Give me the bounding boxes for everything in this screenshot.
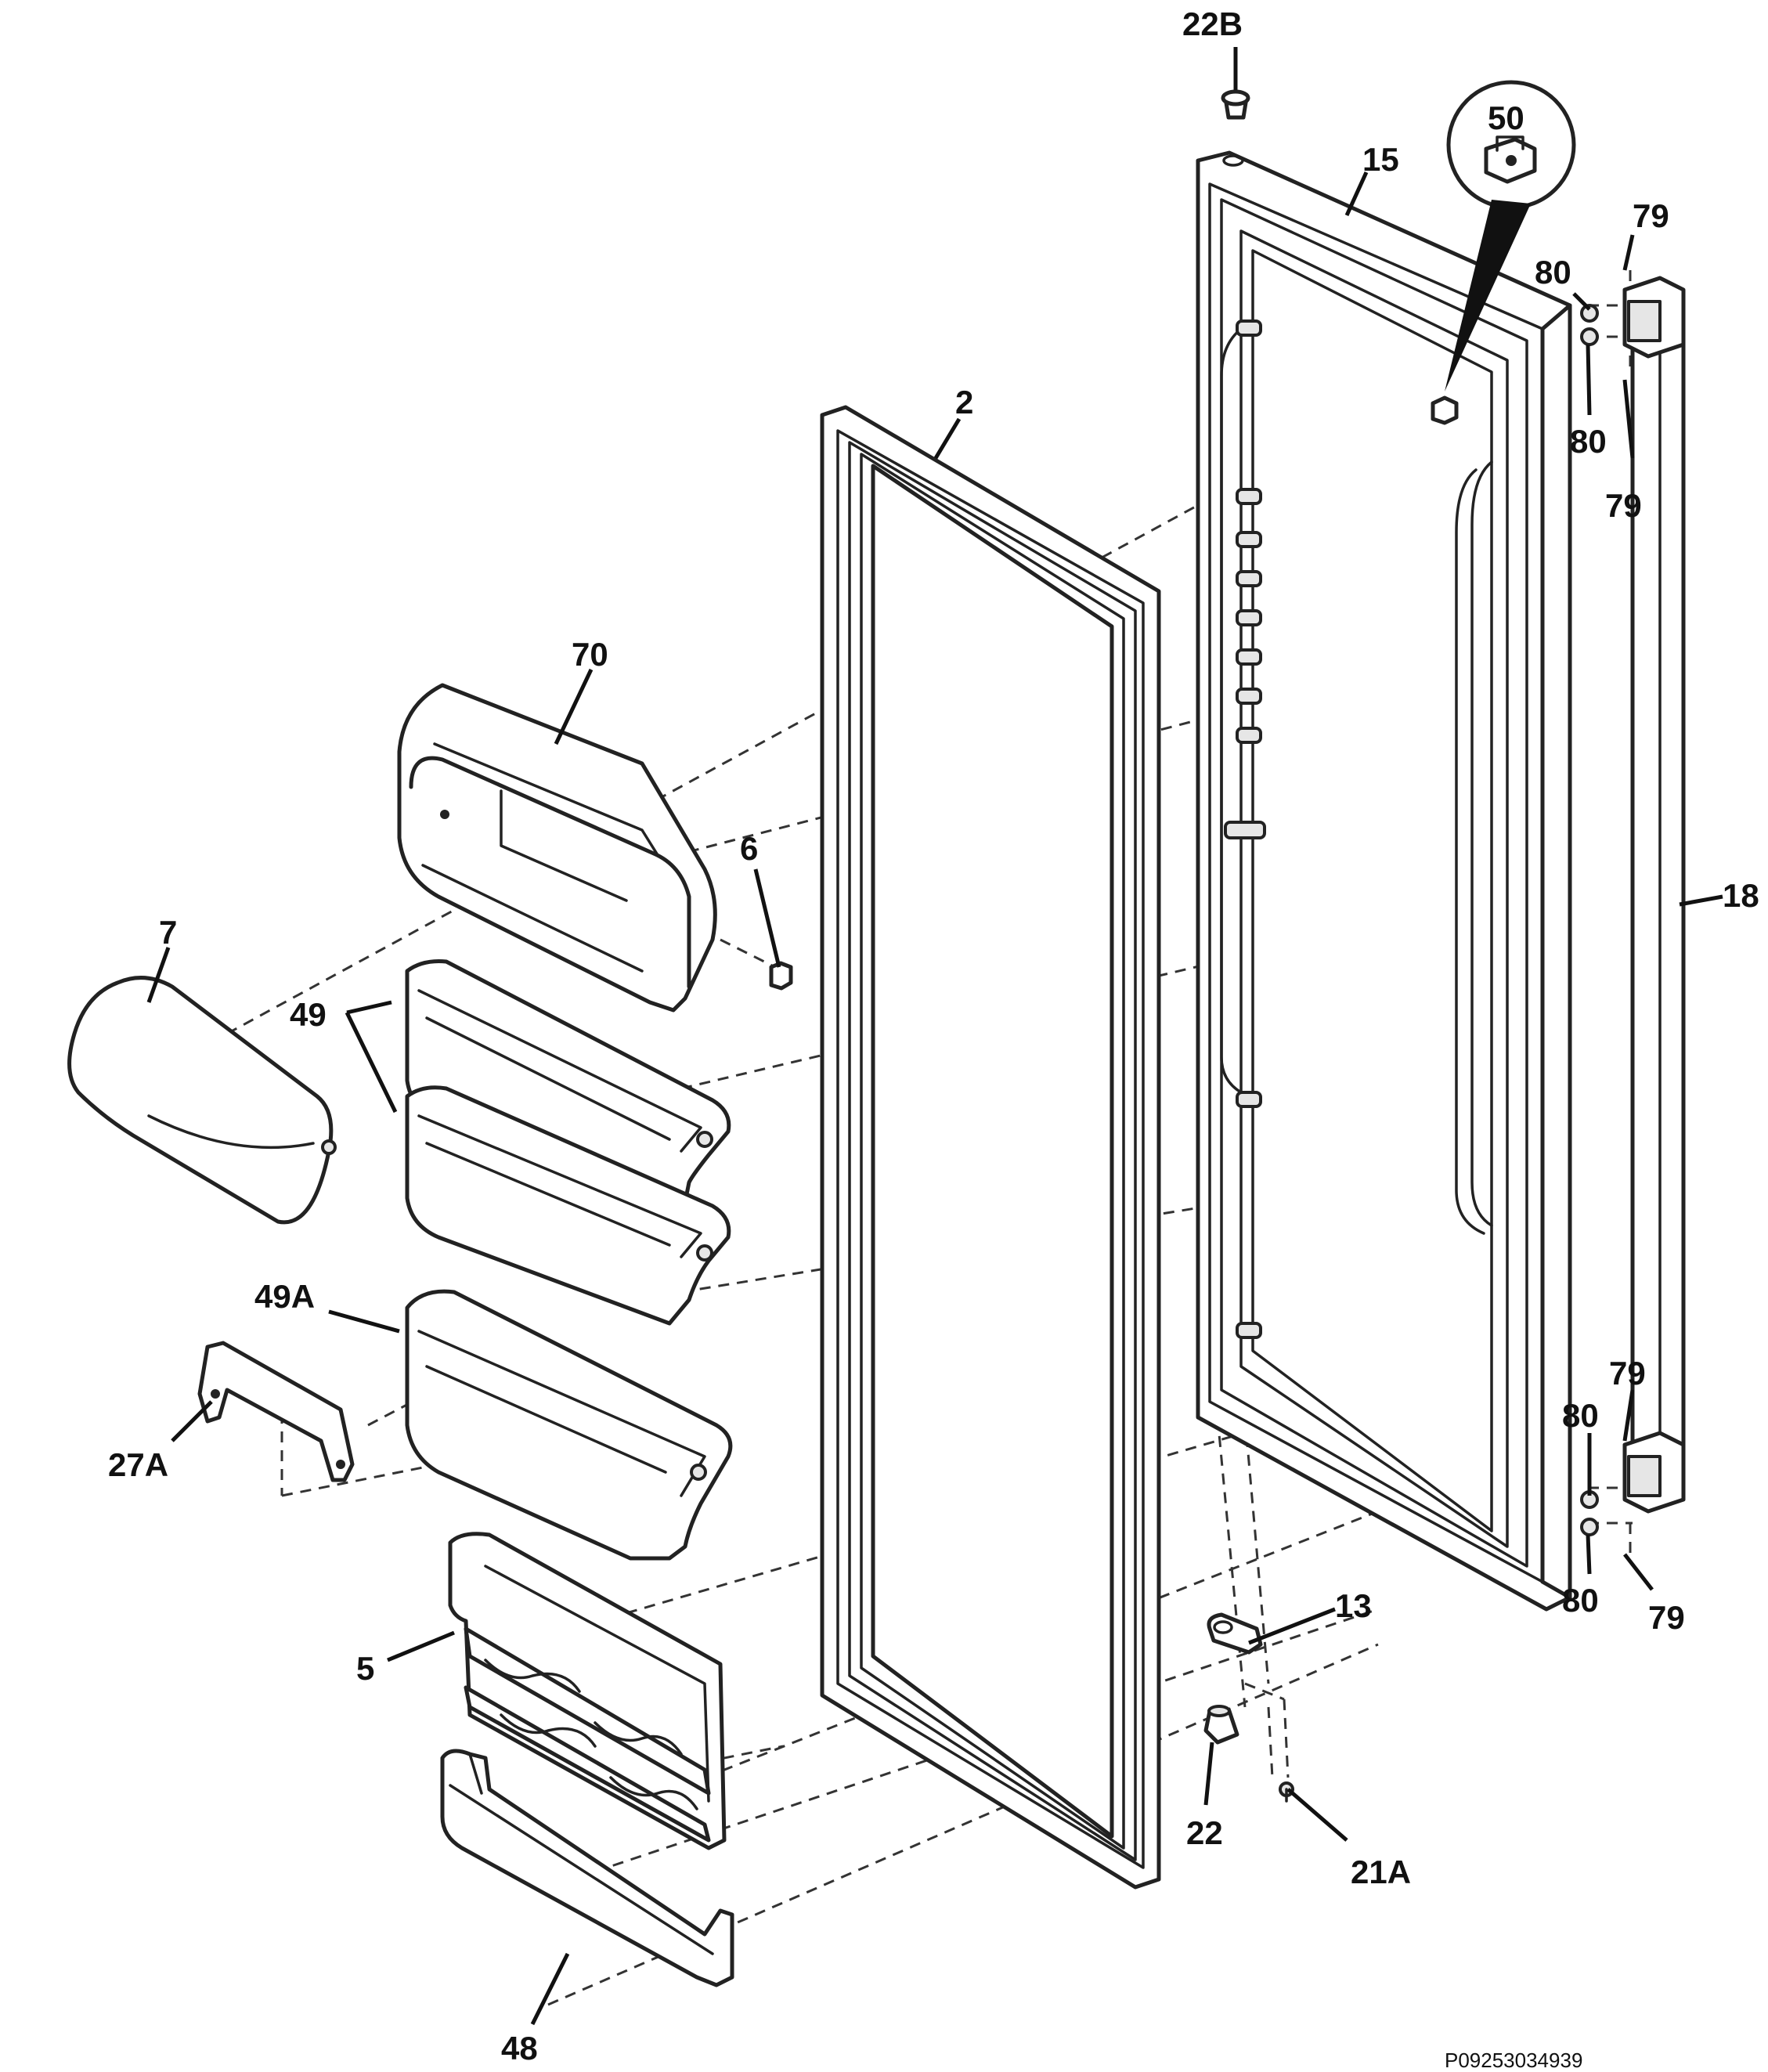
label-21A: 21A <box>1351 1854 1411 1890</box>
label-50: 50 <box>1488 99 1524 136</box>
bottom-hinge-13 <box>1207 1612 1263 1655</box>
dairy-door-70 <box>397 683 717 1013</box>
door-outer-panel <box>1196 150 1572 1612</box>
part-labels: 22B 50 15 79 80 80 79 2 70 6 7 49 18 49A… <box>108 5 1759 2067</box>
top-plug-22B <box>1221 89 1250 120</box>
clip-50-callout <box>1431 80 1576 425</box>
handle-18 <box>1622 276 1686 1514</box>
dairy-cover-7 <box>67 976 337 1225</box>
label-22B: 22B <box>1182 5 1243 42</box>
label-80-bottom-a: 80 <box>1562 1397 1599 1434</box>
label-79-bottom-b: 79 <box>1648 1599 1685 1636</box>
handle-screws-80 <box>1580 304 1599 1536</box>
label-2: 2 <box>955 384 973 421</box>
label-79-top-b: 79 <box>1605 487 1642 524</box>
label-79-top-a: 79 <box>1633 197 1669 234</box>
gasket-2 <box>820 405 1161 1890</box>
door-bin-48 <box>440 1749 734 1987</box>
label-80-bottom-b: 80 <box>1562 1582 1599 1619</box>
leader-lines <box>146 47 1723 2026</box>
label-49A: 49A <box>254 1278 315 1315</box>
label-5: 5 <box>356 1650 374 1687</box>
label-13: 13 <box>1335 1587 1372 1624</box>
label-79-bottom-a: 79 <box>1609 1355 1646 1392</box>
label-27A: 27A <box>108 1446 168 1483</box>
label-80-top-b: 80 <box>1570 423 1607 460</box>
image-code: P09253034939 <box>1445 2049 1582 2072</box>
label-7: 7 <box>159 914 177 951</box>
label-18: 18 <box>1723 877 1759 914</box>
label-15: 15 <box>1362 141 1399 178</box>
label-49: 49 <box>290 996 327 1033</box>
door-bin-49A <box>405 1289 733 1561</box>
label-22: 22 <box>1186 1814 1223 1851</box>
door-bins-49 <box>405 959 731 1326</box>
label-6: 6 <box>740 830 758 867</box>
label-70: 70 <box>572 636 608 673</box>
label-48: 48 <box>501 2030 538 2067</box>
hinge-clip-6 <box>769 961 793 991</box>
label-80-top-a: 80 <box>1535 254 1571 291</box>
dairy-handle-27A <box>197 1341 355 1482</box>
door-shelf-studs <box>1224 319 1266 1339</box>
hinge-bushing-22 <box>1203 1705 1239 1745</box>
can-rack-5 <box>448 1532 727 1850</box>
